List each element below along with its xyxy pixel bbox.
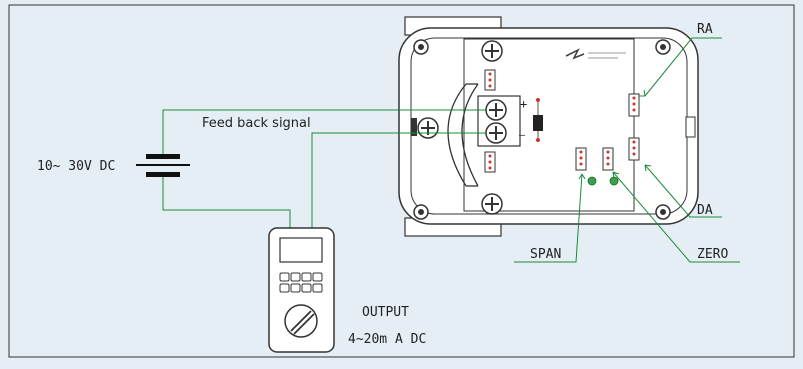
span-potentiometer bbox=[587, 176, 597, 186]
callout-leaders bbox=[514, 37, 740, 263]
feedback-signal-label: Feed back signal bbox=[202, 116, 311, 131]
ra-jumper bbox=[628, 93, 640, 117]
minus-sign: — bbox=[519, 130, 526, 141]
supply-voltage-label: 10~ 30V DC bbox=[37, 159, 115, 174]
board-screw-top bbox=[481, 40, 503, 62]
battery-symbol bbox=[136, 140, 190, 182]
board-screw-bottom bbox=[481, 193, 503, 215]
zero-potentiometer bbox=[609, 176, 619, 186]
output-meter bbox=[268, 227, 335, 353]
ra-label: RA bbox=[697, 22, 713, 37]
wiring bbox=[162, 109, 486, 230]
da-leader bbox=[644, 164, 722, 218]
cable-gland-screw bbox=[411, 117, 439, 139]
da-label: DA bbox=[697, 203, 713, 218]
header-pins-lower bbox=[484, 151, 496, 173]
mounting-hole-top-right bbox=[655, 39, 671, 55]
ra-leader bbox=[644, 37, 722, 97]
output-label-line2: 4~20m A DC bbox=[348, 332, 426, 347]
plus-sign: + bbox=[520, 97, 527, 111]
terminal-screw-plus bbox=[485, 99, 507, 121]
mounting-hole-top-left bbox=[413, 39, 429, 55]
board-logo bbox=[565, 48, 626, 60]
header-pins-upper bbox=[484, 69, 496, 91]
zero-label: ZERO bbox=[697, 247, 728, 262]
meter-keypad bbox=[279, 272, 323, 293]
meter-dial bbox=[284, 304, 318, 338]
output-label-line1: OUTPUT bbox=[362, 305, 409, 320]
zero-leader bbox=[612, 171, 740, 263]
transmitter-housing: + — bbox=[398, 16, 699, 237]
feedback-wire bbox=[162, 109, 486, 148]
terminal-screw-minus bbox=[485, 122, 507, 144]
meter-to-terminal-wire bbox=[311, 132, 486, 230]
diode-component bbox=[533, 98, 543, 142]
zero-jumper bbox=[602, 147, 614, 171]
span-leader bbox=[514, 173, 583, 263]
span-label: SPAN bbox=[530, 247, 561, 262]
mounting-hole-bottom-left bbox=[413, 204, 429, 220]
meter-display bbox=[279, 237, 323, 263]
span-jumper bbox=[575, 147, 587, 171]
battery-to-meter-wire bbox=[162, 180, 291, 230]
da-jumper bbox=[628, 137, 640, 161]
mounting-hole-bottom-right bbox=[655, 204, 671, 220]
